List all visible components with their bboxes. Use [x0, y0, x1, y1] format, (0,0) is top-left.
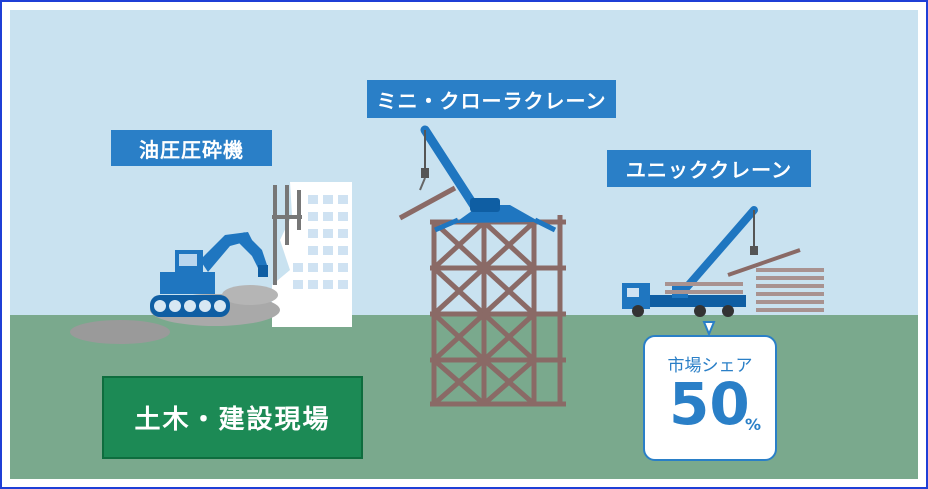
truck-crane-icon	[622, 206, 801, 317]
market-share-value: 50	[669, 370, 750, 438]
label-unic-crane: ユニッククレーン	[607, 150, 811, 187]
market-share-callout: 市場シェア 50 %	[643, 335, 777, 461]
site-label: 土木・建設現場	[102, 376, 363, 459]
market-share-title: 市場シェア	[667, 356, 753, 376]
mini-crawler-crane-icon	[398, 125, 557, 233]
share-callout-pointer	[702, 321, 716, 337]
label-breaker: 油圧圧砕機	[111, 130, 272, 166]
excavator-breaker-icon	[150, 232, 268, 317]
stacked-beams-icon	[665, 268, 824, 312]
construction-scene: 油圧圧砕機 ミニ・クローラクレーン ユニッククレーン 土木・建設現場 市場シェア…	[10, 10, 918, 479]
label-mini-crawler-crane: ミニ・クローラクレーン	[367, 80, 616, 118]
building-icon	[272, 182, 352, 327]
market-share-unit: %	[745, 415, 762, 434]
